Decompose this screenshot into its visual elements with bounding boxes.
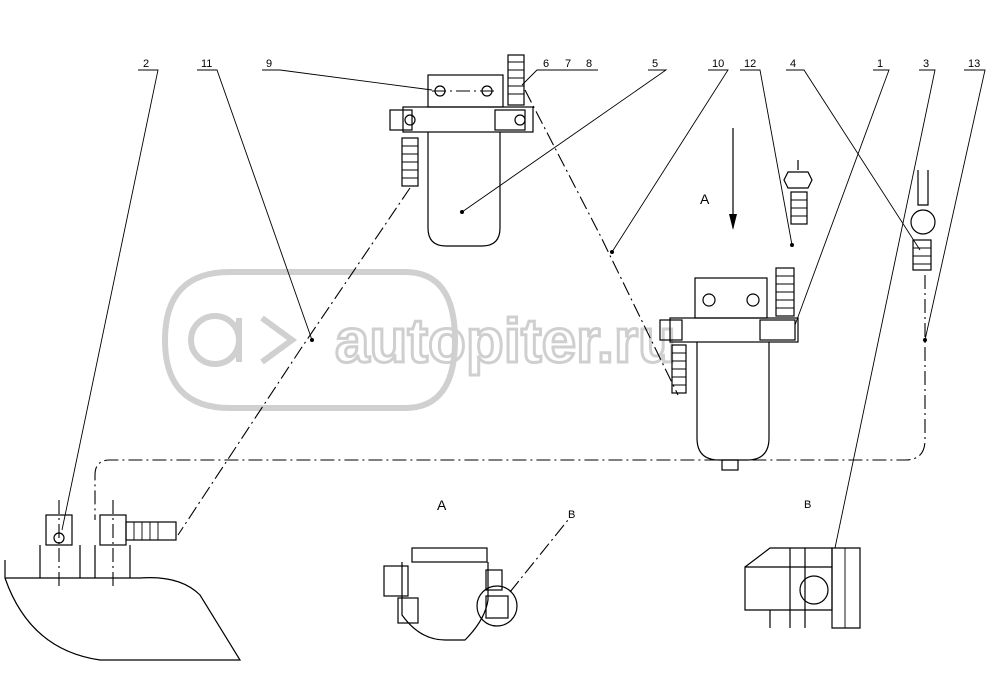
callout-13: 13	[968, 58, 980, 70]
right-filter-drain-plug	[721, 459, 739, 471]
engine-block-outline	[4, 560, 242, 661]
right-filter-bowl	[696, 342, 770, 461]
upper-right-hose-fitting	[507, 54, 525, 106]
watermark-badge-outline	[161, 269, 459, 411]
callout-9: 9	[266, 58, 272, 70]
right-right-banjo	[759, 319, 796, 341]
leader-4	[786, 69, 921, 251]
detail-b-label: B	[804, 499, 811, 511]
hose-end-4-threads	[913, 247, 931, 265]
leader-3	[834, 69, 936, 549]
hose-routes	[94, 89, 926, 536]
section-a-detail-fitting	[485, 595, 509, 619]
view-a-arrow: A	[700, 128, 737, 230]
fitting-2-body	[45, 514, 73, 546]
engine-block-bosses	[39, 545, 131, 578]
upper-right-banjo-bolt	[514, 114, 526, 126]
view-a-arrow-head	[729, 214, 737, 230]
callout-3: 3	[923, 58, 929, 70]
detail-b-marker-circle	[476, 585, 518, 627]
detail-b-ribs	[769, 548, 806, 628]
section-a-label: A	[437, 497, 447, 513]
section-a-left-fitting-lower	[397, 597, 419, 624]
section-a-left-fitting-upper	[383, 565, 409, 597]
section-view-a: A B	[383, 497, 575, 641]
watermark: autopiter.ru	[161, 269, 678, 411]
callouts: 2 11 9 6 7 8 5 10 12 4 1 3 13	[61, 58, 986, 549]
leader-9	[262, 69, 433, 91]
hose-route-13	[94, 275, 926, 520]
detail-b-nut	[831, 547, 861, 629]
callout-10: 10	[712, 58, 724, 70]
hose-end-4-pipe	[917, 170, 929, 206]
callout-8: 8	[586, 58, 592, 70]
leader-13-dot	[923, 338, 927, 342]
right-top-fitting-threads	[776, 275, 794, 309]
watermark-arrow-glyph	[260, 315, 298, 365]
leader-11	[197, 69, 313, 341]
right-bracket-bolt-left	[702, 293, 716, 307]
upper-filter-bowl	[427, 132, 501, 247]
watermark-text: autopiter.ru	[335, 307, 676, 376]
hose-end-12-nut	[783, 160, 813, 189]
upper-right-banjo	[494, 109, 526, 131]
upper-left-banjo	[389, 109, 413, 131]
leader-5	[461, 69, 668, 213]
leader-11-dot	[310, 338, 314, 342]
right-lower-fitting-threads	[672, 352, 686, 386]
upper-filter-assembly	[389, 54, 534, 247]
leader-12-dot	[790, 243, 794, 247]
callout-5: 5	[652, 58, 658, 70]
detail-b-leader	[509, 519, 569, 593]
view-a-arrow-label: A	[700, 191, 710, 207]
hose-end-fittings	[783, 160, 936, 271]
leader-6-7-8	[521, 69, 598, 86]
upper-right-fitting-threads	[508, 61, 524, 95]
right-filter-head	[669, 317, 799, 343]
callout-2: 2	[143, 58, 149, 70]
section-a-right-fitting	[485, 569, 503, 591]
fitting-3-hose-end	[125, 521, 177, 541]
detail-b-ref-label: B	[568, 509, 575, 521]
right-mounting-bracket	[694, 277, 768, 319]
fitting-3-threads	[133, 522, 159, 540]
upper-filter-head	[402, 106, 534, 133]
leader-10-dot	[610, 250, 614, 254]
detail-b-port	[799, 575, 829, 605]
callout-7: 7	[565, 58, 571, 70]
watermark-a-glyph	[188, 313, 242, 367]
detail-view-b: B	[744, 499, 861, 629]
callout-11: 11	[201, 58, 212, 70]
right-filter-assembly	[659, 267, 799, 471]
leader-1	[794, 69, 890, 326]
section-a-top-bracket	[411, 547, 488, 563]
detail-b-top-chamfer	[744, 547, 833, 568]
callout-4: 4	[790, 58, 796, 70]
hose-route-10	[524, 89, 679, 396]
hose-end-4-nut	[910, 209, 936, 235]
section-a-body	[401, 562, 489, 641]
right-left-banjo	[659, 319, 683, 341]
upper-left-fitting-threads	[402, 145, 418, 179]
leader-5-dot	[460, 210, 464, 214]
callout-1: 1	[877, 58, 883, 70]
leader-2	[61, 69, 159, 531]
engine-block-connection	[4, 500, 242, 661]
leader-10	[611, 69, 729, 253]
upper-left-banjo-bolt	[404, 114, 416, 126]
right-bracket-bolt-right	[746, 293, 760, 307]
hose-end-4-fitting	[912, 239, 932, 271]
engine-fitting-centerlines	[58, 500, 114, 590]
leader-13	[924, 69, 986, 341]
callout-12: 12	[744, 58, 756, 70]
callout-6: 6	[543, 58, 549, 70]
leader-12	[740, 69, 793, 246]
hose-end-12-threads	[791, 199, 807, 217]
hose-route-11	[177, 187, 411, 536]
